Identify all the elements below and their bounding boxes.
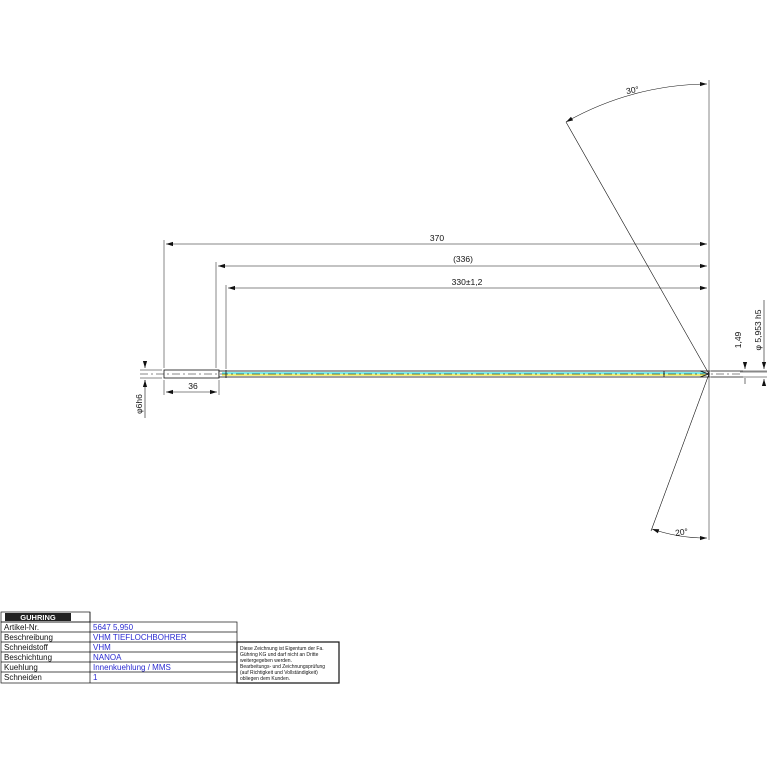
dimension-lines (142, 241, 767, 418)
tb-value-schneidstoff: VHM (93, 643, 111, 652)
note-line: Bearbeitungs- und Zeichnungsprüfung (240, 664, 325, 670)
tb-value-artikel: 5647 5,950 (93, 623, 134, 632)
tb-value-beschreibung: VHM TIEFLOCHBOHRER (93, 633, 187, 642)
tb-label-beschichtung: Beschichtung (4, 653, 52, 662)
company-logo (5, 613, 71, 621)
ownership-note-box (236, 641, 340, 684)
angle-ray-bottom (650, 373, 710, 532)
dim-working-length: 330±1,2 (452, 277, 483, 287)
drill-body (140, 369, 743, 379)
tb-label-beschreibung: Beschreibung (4, 633, 53, 642)
tb-label-schneidstoff: Schneidstoff (4, 643, 49, 652)
tb-value-beschichtung: NANOA (93, 653, 122, 662)
dim-point-angle-top: 30° (625, 84, 639, 96)
angle-arc-top (565, 81, 708, 123)
point-angle-lines (565, 81, 710, 541)
note-line: obliegen dem Kunden. (240, 676, 290, 682)
dim-overall-length: 370 (430, 233, 444, 243)
dim-shank-diameter: φ6h6 (134, 394, 144, 414)
note-line: Diese Zeichnung ist Eigentum der Fa. (240, 646, 324, 652)
tb-label-artikel: Artikel-Nr. (4, 623, 39, 632)
note-line: (auf Richtigkeit und Vollständigkeit) (240, 670, 318, 676)
dim-flute-length: (336) (453, 254, 473, 264)
dim-tip-offset: 1,49 (733, 331, 743, 348)
note-line: Gühring KG und darf nicht an Dritte (240, 652, 319, 658)
dim-drill-diameter: φ 5,953 h5 (753, 309, 763, 350)
company-logo-text: GUHRING (20, 613, 56, 622)
ownership-note: Diese Zeichnung ist Eigentum der Fa. Güh… (240, 646, 325, 682)
dim-shank-length: 36 (188, 381, 198, 391)
angle-arc-bottom (651, 528, 708, 541)
tb-label-schneiden: Schneiden (4, 673, 42, 682)
extension-lines (140, 80, 767, 540)
title-block (0, 611, 340, 684)
tb-label-kuehlung: Kuehlung (4, 663, 38, 672)
tb-value-kuehlung: Innenkuehlung / MMS (93, 663, 171, 672)
title-block-rows: Artikel-Nr. 5647 5,950 Beschreibung VHM … (4, 623, 187, 682)
note-line: weitergegeben werden. (240, 658, 292, 664)
tb-value-schneiden: 1 (93, 673, 98, 682)
dim-point-angle-bottom: 20° (675, 526, 689, 538)
angle-ray-top (565, 121, 710, 375)
